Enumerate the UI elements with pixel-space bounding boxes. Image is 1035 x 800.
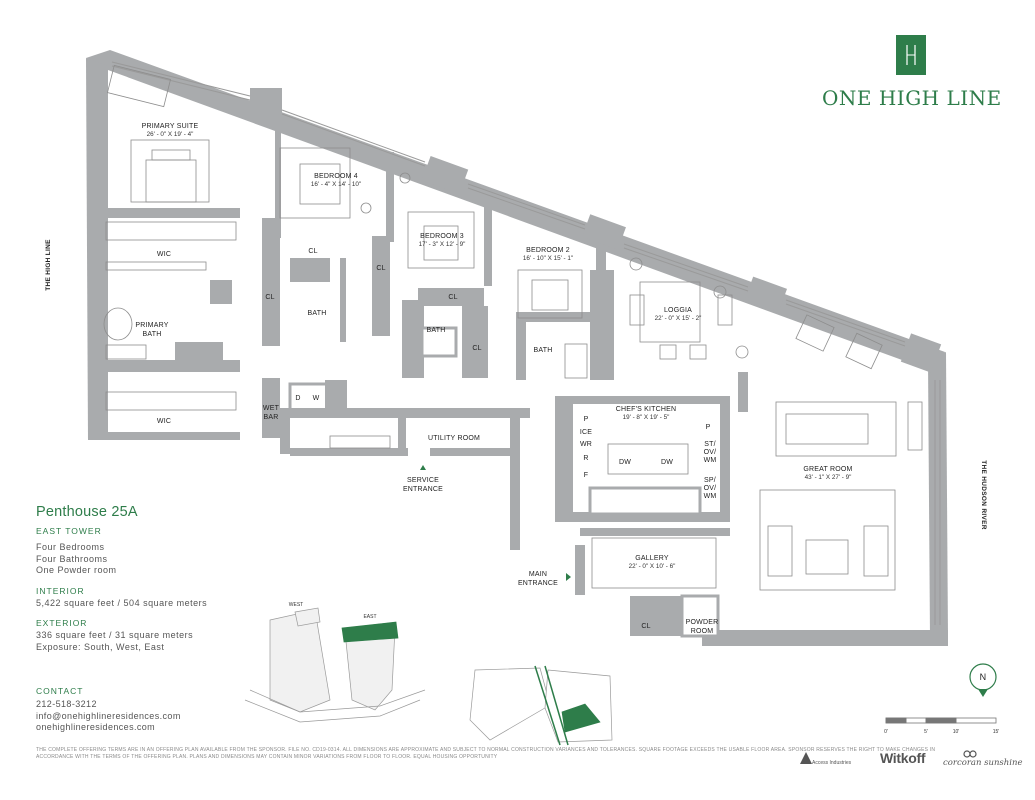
room-bedroom3-dims: 17' - 3" X 12' - 9" xyxy=(419,241,466,248)
room-great-room-name: GREAT ROOM xyxy=(803,466,852,473)
room-kitchen-dims: 19' - 8" X 19' - 5" xyxy=(623,414,670,421)
room-primary-bath-name-2: BATH xyxy=(143,331,162,338)
street-label-high-line: THE HIGH LINE xyxy=(45,239,52,291)
service-entrance-label-1: SERVICE xyxy=(407,477,439,484)
unit-info-panel: Penthouse 25A EAST TOWER Four Bedrooms F… xyxy=(36,504,266,653)
room-primary-suite-dims: 26' - 0" X 19' - 4" xyxy=(147,131,194,138)
contact-phone[interactable]: 212-518-3212 xyxy=(36,699,97,709)
kitchen-st-label: ST/ xyxy=(704,441,716,448)
kitchen-wm-label: WM xyxy=(704,457,717,464)
service-entrance-label-2: ENTRANCE xyxy=(403,486,443,493)
kitchen-wm2-label: WM xyxy=(704,493,717,500)
exterior-walls xyxy=(86,50,948,646)
wet-bar-label-1: WET xyxy=(263,405,280,412)
closet-label-hall: CL xyxy=(265,294,274,301)
room-bedroom2-dims: 16' - 10" X 15' - 1" xyxy=(523,255,573,262)
kitchen-sp-label: SP/ xyxy=(704,477,716,484)
bath-label-bedroom2: BATH xyxy=(534,347,553,354)
scale-label-0: 0' xyxy=(884,729,888,735)
room-labels: PRIMARY SUITE 26' - 0" X 19' - 4" BEDROO… xyxy=(135,123,852,635)
room-bedroom2-name: BEDROOM 2 xyxy=(526,247,570,254)
unit-title: Penthouse 25A xyxy=(36,504,138,520)
compass-north-label: N xyxy=(980,672,987,682)
corcoran-logo-icon xyxy=(963,750,977,758)
access-industries-logo-icon xyxy=(800,752,812,764)
compass-icon xyxy=(969,663,997,697)
closet-label-bedroom4: CL xyxy=(308,248,317,255)
room-bedroom4-name: BEDROOM 4 xyxy=(314,173,358,180)
unit-feature-bedrooms: Four Bedrooms xyxy=(36,542,105,552)
furniture xyxy=(103,64,923,591)
closet-label-gallery: CL xyxy=(641,623,650,630)
bath-label-bedroom3: BATH xyxy=(427,327,446,334)
kitchen-ov-label: OV/ xyxy=(704,449,717,456)
scale-label-5: 5' xyxy=(924,729,928,735)
dryer-label: D xyxy=(295,395,300,402)
legal-disclaimer: THE COMPLETE OFFERING TERMS ARE IN AN OF… xyxy=(36,747,936,760)
kitchen-ov2-label: OV/ xyxy=(704,485,717,492)
closet-label-corridor: CL xyxy=(448,294,457,301)
contact-website[interactable]: onehighlineresidences.com xyxy=(36,722,156,732)
window-lines xyxy=(111,61,941,625)
room-great-room-dims: 43' - 1" X 27' - 9" xyxy=(805,474,852,481)
contact-panel: CONTACT 212-518-3212 info@onehighlineres… xyxy=(36,686,256,734)
scale-label-15: 15' xyxy=(993,729,1000,735)
wet-bar-label-2: BAR xyxy=(264,414,279,421)
closet-label-bedroom3: CL xyxy=(376,265,385,272)
room-wic-upper: WIC xyxy=(157,251,171,258)
exterior-area: 336 square feet / 31 square meters xyxy=(36,630,194,640)
one-high-line-logo-icon xyxy=(896,35,926,75)
room-powder-name-1: POWDER xyxy=(686,619,719,626)
kitchen-freezer-label: F xyxy=(584,472,588,479)
room-gallery-name: GALLERY xyxy=(635,555,669,562)
room-bedroom4-dims: 16' - 4" X 14' - 10" xyxy=(311,181,361,188)
room-wic-lower: WIC xyxy=(157,418,171,425)
room-powder-name-2: ROOM xyxy=(691,628,714,635)
scale-label-10: 10' xyxy=(953,729,960,735)
unit-feature-powder: One Powder room xyxy=(36,565,117,575)
contact-email[interactable]: info@onehighlineresidences.com xyxy=(36,710,181,721)
room-gallery-dims: 22' - 0" X 10' - 6" xyxy=(629,563,676,570)
street-label-hudson-river: THE HUDSON RIVER xyxy=(980,460,987,529)
key-plan-west-label: WEST xyxy=(289,602,303,608)
contact-heading: CONTACT xyxy=(36,686,84,696)
room-bedroom3-name: BEDROOM 3 xyxy=(420,233,464,240)
unit-feature-bathrooms: Four Bathrooms xyxy=(36,553,108,564)
room-loggia-name: LOGGIA xyxy=(664,307,692,314)
unit-tower: EAST TOWER xyxy=(36,526,102,536)
brand-wordmark: ONE HIGH LINE xyxy=(822,86,1002,110)
closet-label-bedroom2: CL xyxy=(472,345,481,352)
exterior-heading: EXTERIOR xyxy=(36,618,88,628)
partner-witkoff: Witkoff xyxy=(880,750,926,766)
room-kitchen-name: CHEF'S KITCHEN xyxy=(616,406,677,413)
room-primary-suite-name: PRIMARY SUITE xyxy=(142,123,199,130)
scale-bar xyxy=(885,717,997,724)
partner-access-industries: Access Industries xyxy=(812,760,852,766)
interior-area: 5,422 square feet / 504 square meters xyxy=(36,597,208,608)
room-utility-name: UTILITY ROOM xyxy=(428,435,480,442)
site-map xyxy=(469,665,613,746)
kitchen-dishwasher-right: DW xyxy=(661,459,673,466)
room-loggia-dims: 22' - 0" X 15' - 2" xyxy=(655,315,702,322)
partner-corcoran: corcoran sunshine xyxy=(943,758,1023,768)
room-primary-bath-name-1: PRIMARY xyxy=(135,322,168,329)
main-entrance-label-2: ENTRANCE xyxy=(518,580,558,587)
exposure: Exposure: South, West, East xyxy=(36,641,165,652)
kitchen-pantry-label: P xyxy=(584,416,589,423)
kitchen-fridge-label: R xyxy=(583,455,588,462)
key-plan-east-label: EAST xyxy=(363,614,376,620)
interior-walls xyxy=(175,118,748,638)
kitchen-wine-label: WR xyxy=(580,441,592,448)
kitchen-pantry-right-label: P xyxy=(706,424,711,431)
main-entrance-label-1: MAIN xyxy=(529,571,547,578)
main-entrance-marker xyxy=(566,573,571,581)
washer-label: W xyxy=(313,395,320,402)
service-entrance-marker xyxy=(420,465,426,470)
interior-heading: INTERIOR xyxy=(36,585,85,596)
kitchen-dishwasher-left: DW xyxy=(619,459,631,466)
key-plan-buildings xyxy=(244,607,426,723)
bath-label-bedroom4: BATH xyxy=(308,310,327,317)
kitchen-ice-label: ICE xyxy=(580,429,592,436)
